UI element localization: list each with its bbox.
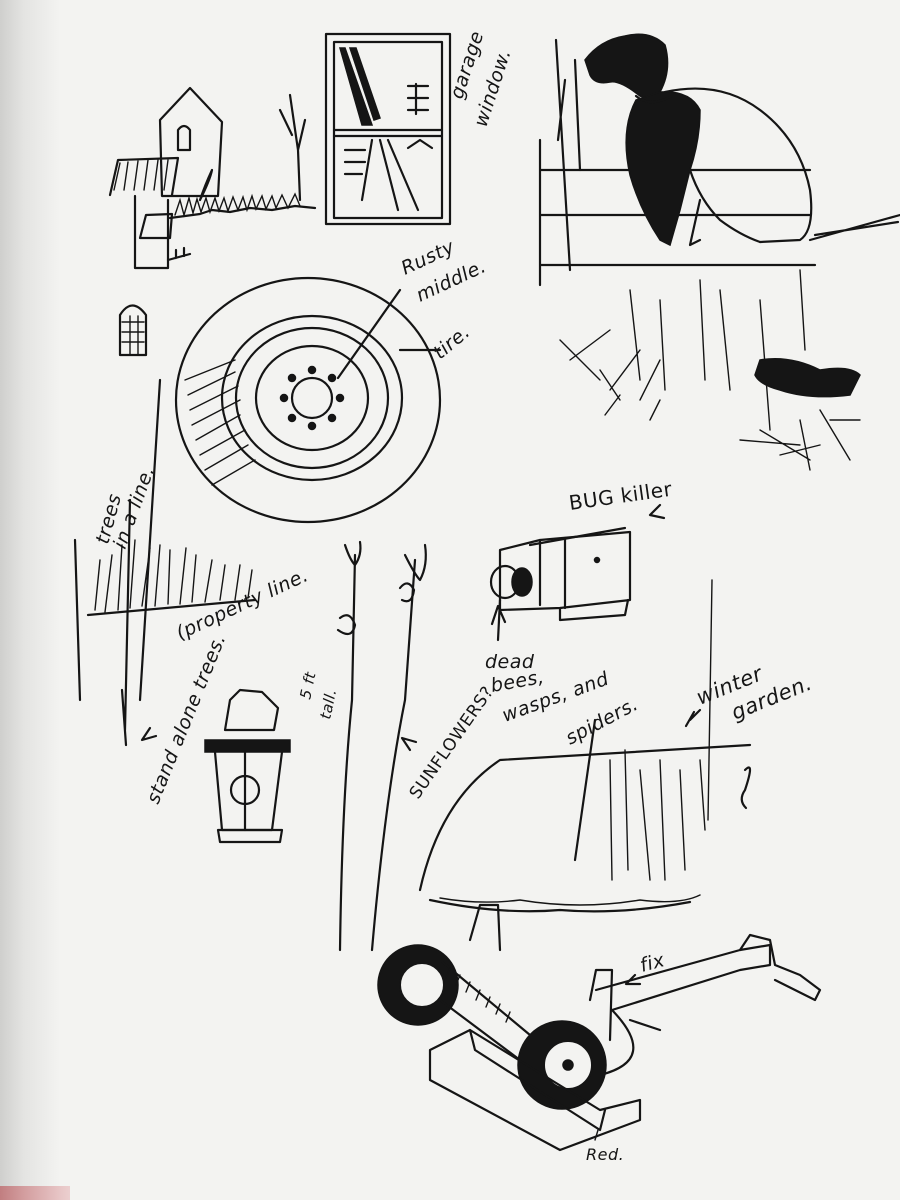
page-binding-shadow xyxy=(0,0,60,1200)
label-bug-killer: BUG killer xyxy=(567,477,674,515)
label-tall: tall. xyxy=(316,687,340,721)
label-fix: fix xyxy=(638,949,668,977)
label-red: Red. xyxy=(586,1145,624,1164)
label-sunflowers: SUNFLOWERS? xyxy=(406,683,498,803)
label-dead: dead xyxy=(485,651,535,673)
grass-sketch xyxy=(559,269,861,471)
dog-sketch xyxy=(538,33,900,287)
bug-killer-sketch xyxy=(489,503,666,642)
lawn-mower-sketch xyxy=(377,903,822,1152)
label-5ft: 5 ft xyxy=(296,670,319,701)
garage-window-sketch xyxy=(324,32,452,226)
label-tire: tire. xyxy=(429,321,474,364)
sunflower-stalks-sketch xyxy=(336,540,427,952)
red-page-edge xyxy=(0,1186,70,1200)
arch-window-sketch xyxy=(118,304,148,357)
tire-sketch xyxy=(174,276,442,524)
winter-garden-sketch xyxy=(418,579,752,913)
trees-property-line-sketch xyxy=(73,378,257,747)
lantern-sketch xyxy=(204,688,291,844)
house-sketch xyxy=(108,86,317,270)
